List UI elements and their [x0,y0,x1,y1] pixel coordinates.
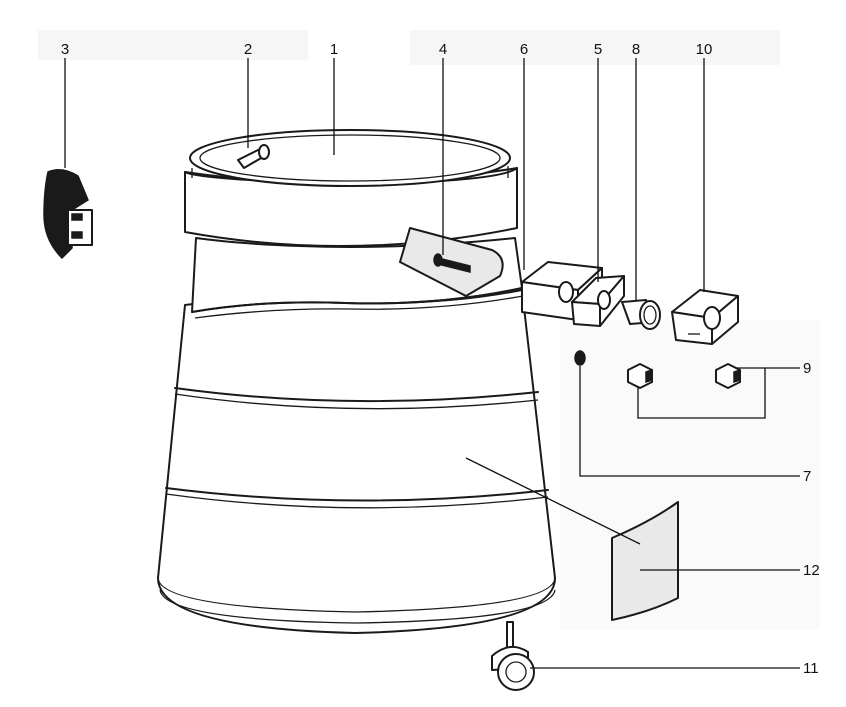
part-10-block [671,289,739,345]
callout-4: 4 [439,41,447,58]
part-7-screw [574,350,586,366]
callout-6: 6 [520,41,528,58]
part-1-body [157,129,556,634]
callout-12: 12 [803,562,820,579]
callout-5: 5 [594,41,602,58]
callout-7: 7 [803,468,811,485]
part-5-plate [571,275,625,327]
background-panel [38,30,308,60]
callout-8: 8 [632,41,640,58]
callout-11: 11 [803,660,819,677]
part-4-plate-screw [399,227,504,297]
part-3-clip [43,169,93,260]
callout-9: 9 [803,360,811,377]
callout-10: 10 [696,41,713,58]
callout-1: 1 [330,41,338,58]
part-8-bushing [621,299,661,330]
background-panel [560,320,820,630]
callout-3: 3 [61,41,69,58]
callout-2: 2 [244,41,252,58]
leader-lines [64,58,800,669]
part-2-pin [237,144,270,169]
part-9-clips [627,363,741,389]
part-12-label [611,501,679,621]
part-11-caster [491,621,535,691]
background-panel [410,30,780,65]
